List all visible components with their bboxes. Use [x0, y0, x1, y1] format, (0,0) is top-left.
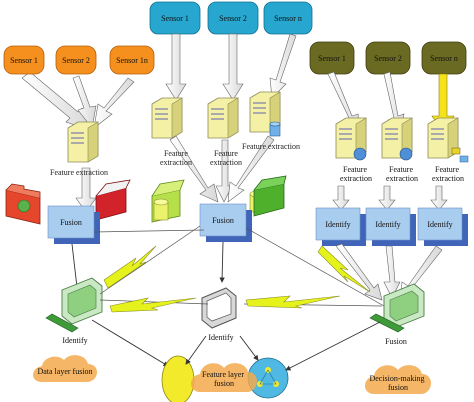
left-column: Sensor 1 Sensor 2 Sensor 1n Fusion [3, 45, 169, 382]
monitor-icon [61, 277, 103, 325]
keyboard-icon [45, 313, 79, 333]
fusion-box: Fusion [199, 203, 252, 242]
identify-label: Identify [208, 333, 233, 342]
identify-label: Identify [427, 220, 452, 229]
folder-icon [5, 183, 41, 225]
sensor-label: Sensor 1 [318, 54, 346, 63]
globe-icon [399, 147, 413, 161]
feature-label: Feature extraction [50, 168, 108, 177]
identify-box: Identify [365, 207, 416, 246]
identify-label: Identify [375, 220, 400, 229]
sensor-node: Sensor 2 [207, 1, 259, 35]
lightning-bolt-icon [245, 295, 341, 309]
right-column: Sensor 1 Sensor 2 Sensor n Feature extra… [285, 41, 469, 394]
cloud-label: Data layer fusion [37, 367, 92, 376]
fusion-label: Fusion [212, 216, 234, 225]
connector-line [93, 229, 205, 233]
sensor-node: Sensor 2 [365, 41, 411, 75]
connector-line [99, 299, 209, 305]
connector-arrow [285, 321, 381, 371]
identify-label: Identify [325, 220, 350, 229]
server-icon [151, 97, 183, 139]
flow-arrow [93, 77, 135, 129]
fusion-label: Fusion [60, 218, 82, 227]
sensor-node: Sensor 1 [309, 41, 355, 75]
folder-icon [253, 175, 287, 217]
sensor-label: Sensor 2 [219, 14, 247, 23]
lightning-bolt-icon [317, 245, 371, 293]
cloud-label: Decision-making fusion [369, 374, 426, 392]
lightning-bolt-icon [109, 297, 197, 313]
flow-arrow [430, 185, 448, 211]
identify-label: Identify [62, 336, 87, 345]
flow-arrow [165, 33, 187, 101]
connector-arrow [185, 335, 207, 365]
flow-arrow [222, 33, 244, 101]
connector-line [99, 225, 201, 295]
middle-column: Sensor 1 Sensor 2 Sensor n [149, 1, 313, 402]
keyboard-icon [369, 313, 405, 333]
flow-arrow [169, 135, 219, 203]
flow-arrow [215, 139, 233, 203]
feature-label: Feature extraction [432, 165, 464, 183]
sensor-label: Sensor 2 [62, 56, 90, 65]
flow-arrow [75, 167, 97, 213]
flow-arrow [72, 75, 97, 129]
cloud-icon [33, 355, 97, 382]
flow-arrow [378, 185, 396, 211]
database-icon [153, 198, 169, 221]
identify-box: Identify [417, 207, 468, 246]
sensor-node: Sensor n [263, 1, 313, 35]
fusion-box: Fusion [47, 205, 100, 244]
sensor-node: Sensor 1n [109, 45, 155, 75]
connector-arrow [91, 319, 169, 367]
server-icon [67, 121, 99, 163]
identify-box: Identify [315, 207, 366, 246]
sensor-label: Sensor 2 [374, 54, 402, 63]
flow-arrow [383, 245, 401, 299]
feature-label: Feature extraction [340, 165, 372, 183]
connector-line [245, 227, 385, 307]
database-icon [269, 121, 281, 137]
lightning-bolt-icon [103, 245, 157, 289]
flow-arrow [332, 185, 350, 211]
connector-arrow [239, 335, 259, 361]
sensor-label: Sensor n [274, 14, 302, 23]
network-icon [451, 147, 469, 163]
connector-arrow [219, 241, 225, 283]
cloud-icon [191, 363, 257, 392]
flow-arrow [335, 243, 383, 301]
feature-label: Feature extraction [386, 165, 418, 183]
sensor-node: Sensor n [421, 41, 467, 75]
sensor-node: Sensor 2 [55, 45, 97, 75]
folder-icon [95, 179, 131, 221]
flow-arrow [269, 33, 297, 99]
output-network-circle [247, 357, 289, 399]
sensor-node: Sensor 1 [3, 45, 45, 75]
sensor-node: Sensor 1 [149, 1, 201, 35]
server-icon [207, 97, 239, 139]
fusion-label: Fusion [385, 337, 407, 346]
sensor-label: Sensor 1 [10, 56, 38, 65]
sensor-label: Sensor 1 [161, 14, 189, 23]
globe-icon [353, 147, 367, 161]
sensor-label: Sensor n [430, 54, 458, 63]
sensor-label: Sensor 1n [116, 56, 148, 65]
cloud-icon [365, 365, 431, 394]
output-ellipse [161, 355, 195, 402]
monitor-icon [201, 287, 237, 329]
cloud-label: Feature layer fusion [202, 370, 246, 388]
feature-label: Feature extraction [242, 142, 300, 151]
flow-arrow [227, 135, 275, 203]
